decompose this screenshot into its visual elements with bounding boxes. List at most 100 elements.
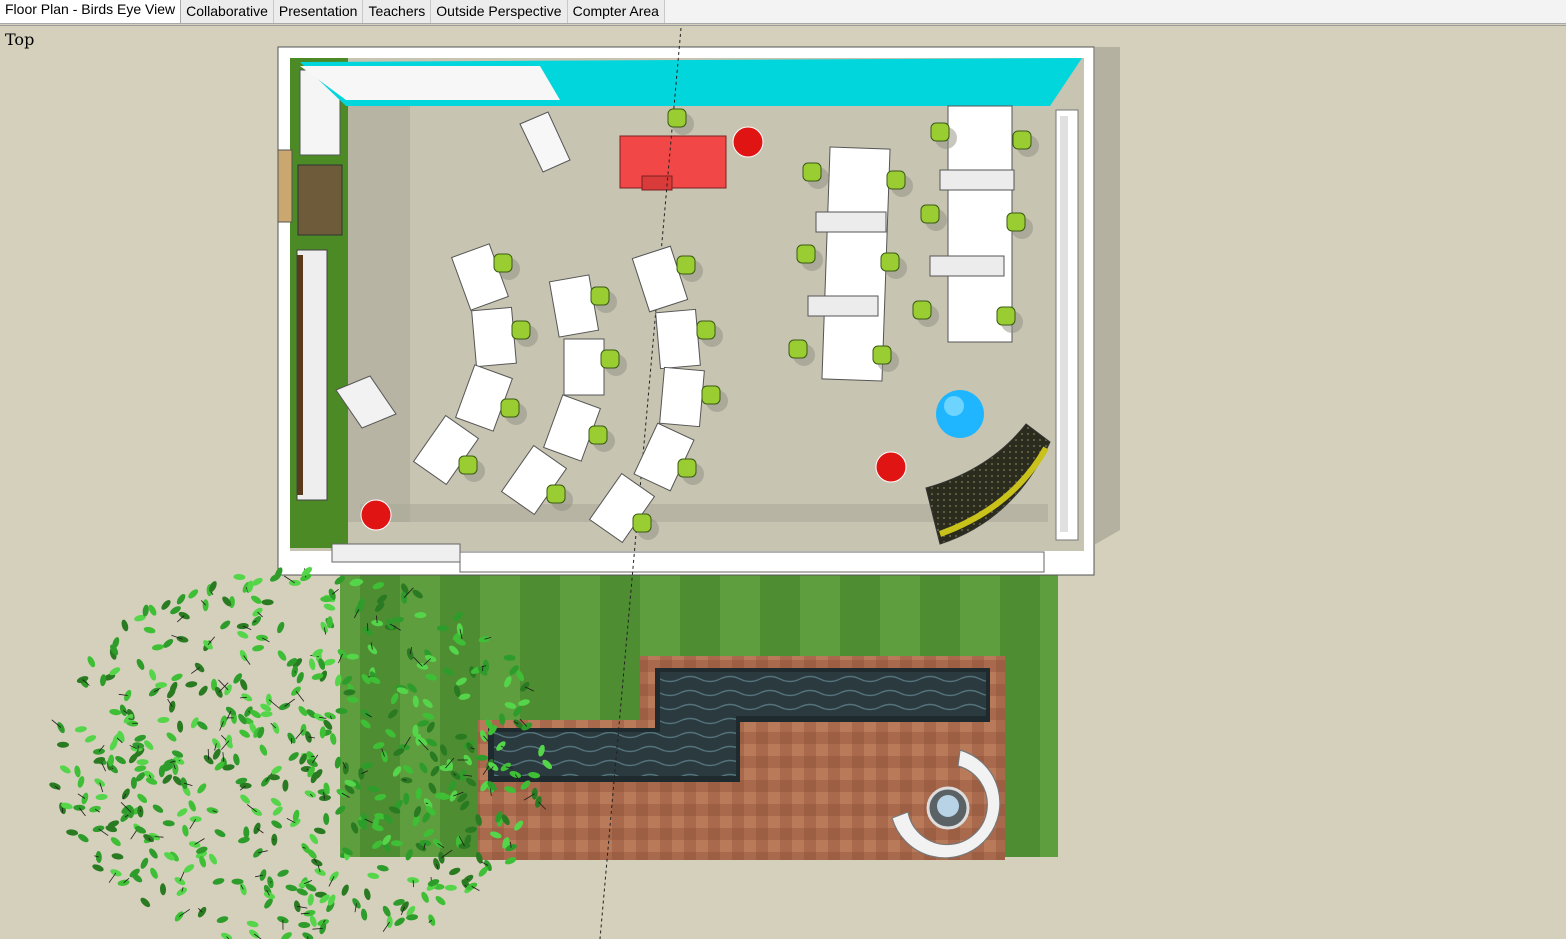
tree-leaf <box>121 804 132 814</box>
tree-leaf <box>185 681 198 688</box>
tree-branch <box>458 836 465 847</box>
tab-compter-area[interactable]: Compter Area <box>567 0 665 23</box>
tree-leaf <box>188 800 196 812</box>
tree-leaf <box>319 726 326 739</box>
tree-leaf <box>250 710 261 719</box>
tree-leaf <box>171 750 184 758</box>
tree-leaf <box>100 674 107 687</box>
tree-leaf <box>464 834 472 847</box>
student-chair <box>493 253 513 273</box>
tree-branch <box>482 764 491 776</box>
tree-branch <box>225 710 232 722</box>
tree-branch <box>328 876 335 887</box>
tab-floor-plan[interactable]: Floor Plan - Birds Eye View <box>0 0 182 23</box>
tree-branch <box>51 719 62 728</box>
tree-leaf <box>157 716 170 724</box>
tree-branch <box>353 608 360 619</box>
student-chair <box>796 244 816 264</box>
tree-branch <box>178 908 191 917</box>
tree-leaf <box>335 707 348 715</box>
tree-leaf <box>134 826 147 834</box>
tree-leaf <box>396 687 409 694</box>
tab-collaborative[interactable]: Collaborative <box>181 0 274 23</box>
tree-leaf <box>301 567 313 576</box>
tree-leaf <box>132 873 143 883</box>
tree-leaf <box>503 654 516 661</box>
tree-branch <box>177 615 185 623</box>
red-marker <box>732 126 764 158</box>
tree-branch <box>323 792 325 800</box>
tree-leaf <box>271 765 282 775</box>
tree-leaf <box>150 867 158 879</box>
tree-leaf <box>455 677 467 686</box>
tree-leaf <box>488 725 497 736</box>
tree-leaf <box>372 816 380 829</box>
tab-teachers[interactable]: Teachers <box>363 0 432 23</box>
tree-branch <box>283 575 296 584</box>
tree-leaf <box>152 804 164 813</box>
tree-branch <box>481 861 489 866</box>
tree-leaf <box>405 849 413 861</box>
tree-leaf <box>425 673 437 681</box>
curved-seating <box>925 423 1051 545</box>
tree-leaf <box>323 603 336 611</box>
tree-leaf <box>504 702 517 709</box>
tree-leaf <box>162 774 173 784</box>
tree-leaf <box>233 753 240 766</box>
tree-leaf <box>457 793 468 803</box>
tree-branch <box>108 872 117 883</box>
tree-leaf <box>372 582 385 590</box>
tab-outside-perspective[interactable]: Outside Perspective <box>431 0 568 23</box>
tree-branch <box>189 818 197 830</box>
tree-leaf <box>423 828 434 838</box>
tree-leaf <box>334 756 342 769</box>
tree-branch <box>382 921 391 932</box>
tree-leaf <box>261 599 274 606</box>
tree-leaf <box>357 819 367 830</box>
tree-branch <box>220 740 230 750</box>
tree-branch <box>423 658 431 666</box>
tree-leaf <box>311 673 324 680</box>
tree-leaf <box>455 733 468 740</box>
tree-leaf <box>247 580 254 593</box>
student-chair <box>886 170 906 190</box>
tree-branch <box>207 636 216 646</box>
tree-leaf <box>237 631 249 639</box>
tree-branch <box>453 773 456 776</box>
tree-branch <box>94 855 99 858</box>
tree-leaf <box>169 851 179 862</box>
tree-leaf <box>149 848 158 859</box>
tree-leaf <box>391 616 404 623</box>
tree-leaf <box>134 614 146 622</box>
tree-leaf <box>110 837 121 847</box>
tree-leaf <box>272 806 283 816</box>
tree-branch <box>445 757 455 769</box>
tree-leaf <box>444 884 457 891</box>
tree-leaf <box>504 786 516 793</box>
tree-branch <box>98 828 109 836</box>
tree-branch <box>413 656 423 667</box>
tree-leaf <box>105 825 118 833</box>
tab-presentation[interactable]: Presentation <box>273 0 364 23</box>
circular-bench <box>891 749 1001 859</box>
tree-leaf <box>392 766 402 777</box>
tree-canopy <box>49 567 552 939</box>
tree-leaf <box>516 670 525 682</box>
tree-leaf <box>407 683 417 693</box>
tree-leaf <box>277 621 285 634</box>
tree-leaf <box>514 820 524 831</box>
tree-leaf <box>144 740 154 750</box>
tree-leaf <box>281 932 292 939</box>
tree-leaf <box>240 794 250 804</box>
tree-leaf <box>251 595 262 604</box>
tree-leaf <box>343 689 356 696</box>
tree-leaf <box>374 793 387 801</box>
tree-branch <box>329 715 333 720</box>
tree-branch <box>218 682 229 693</box>
tree-branch <box>118 693 128 696</box>
tree-leaf <box>171 673 183 682</box>
tree-leaf <box>394 917 405 926</box>
tree-leaf <box>238 713 247 725</box>
tree-leaf <box>163 638 174 648</box>
